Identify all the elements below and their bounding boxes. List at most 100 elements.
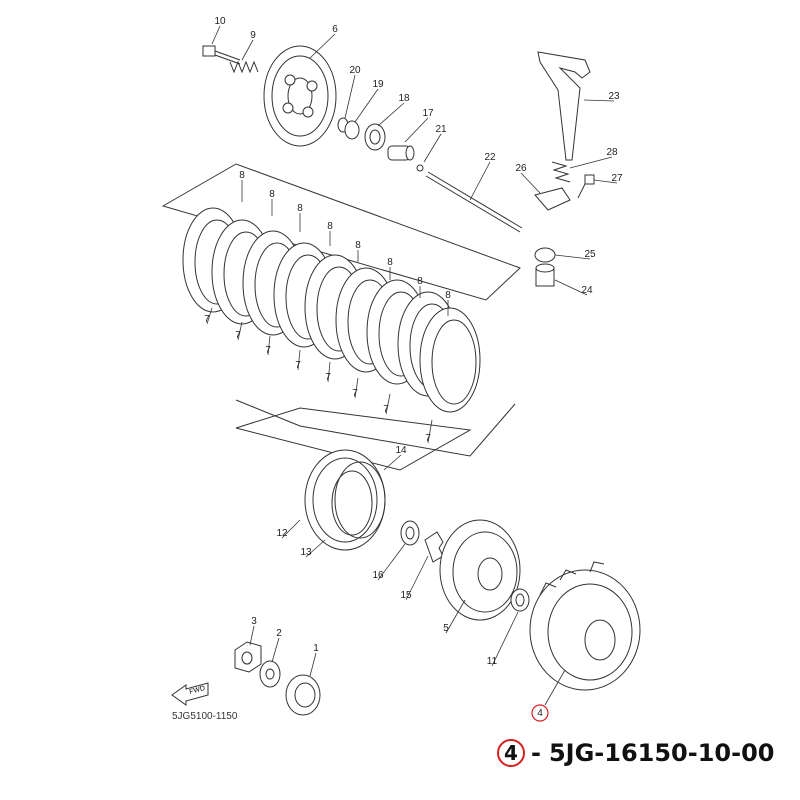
- lever-bearing-part: [535, 263, 555, 287]
- callout-number: 8: [355, 240, 361, 251]
- leader-line: [354, 88, 379, 123]
- leader-line: [237, 321, 243, 341]
- callout-number: 25: [584, 249, 596, 260]
- svg-text:FWD: FWD: [189, 685, 206, 696]
- leader-lines: [206, 25, 618, 706]
- callout-number: 19: [372, 79, 384, 90]
- callout-number: 7: [383, 404, 389, 415]
- caption-separator: -: [531, 739, 541, 767]
- callout-number: 2: [276, 628, 282, 639]
- push-lever-shaft-part: [537, 51, 591, 161]
- leader-line: [344, 74, 356, 119]
- callout-number: 1: [313, 643, 319, 654]
- leader-line: [271, 637, 280, 663]
- callout-number: 8: [269, 189, 275, 200]
- callout-number: 8: [297, 203, 303, 214]
- leader-line: [583, 99, 615, 102]
- callout-number: 3: [251, 616, 257, 627]
- leader-line: [211, 25, 221, 45]
- push-lever-group: [534, 51, 595, 287]
- callout-number: 23: [608, 91, 620, 102]
- callout-number: 12: [276, 528, 288, 539]
- plate-12-part: [304, 449, 386, 551]
- callout-number: 14: [395, 445, 407, 456]
- callout-number: 15: [400, 590, 412, 601]
- small-parts-group: FWD: [171, 641, 321, 716]
- push-rod-2-part: [425, 171, 523, 233]
- callout-labels: 1096201918172122232827262524888888887777…: [204, 16, 623, 719]
- reference-number-badge: 4: [497, 739, 525, 767]
- leader-line: [569, 156, 613, 169]
- oil-seal-part: [534, 247, 556, 263]
- lever-plate-part: [534, 187, 571, 211]
- leader-line: [544, 669, 566, 706]
- callout-number: 11: [487, 656, 498, 667]
- leader-line: [469, 161, 491, 201]
- callout-number: 20: [349, 65, 361, 76]
- leader-line: [520, 172, 541, 194]
- lock-washer-part: [424, 531, 444, 563]
- clutch-plates: [182, 207, 481, 413]
- callout-number: 8: [387, 257, 393, 268]
- leader-line: [554, 279, 588, 296]
- bearing-part: [364, 123, 386, 151]
- callout-number: 7: [235, 330, 241, 341]
- clutch-boss-part: [439, 519, 521, 621]
- leader-line: [377, 102, 405, 127]
- part-number-caption: 4 - 5JG-16150-10-00: [497, 735, 774, 771]
- clutch-boss-group: [235, 407, 641, 722]
- callout-number: 22: [484, 152, 496, 163]
- leader-line: [206, 307, 213, 325]
- pressure-plate-group: [202, 45, 523, 233]
- callout-number: 27: [611, 173, 623, 184]
- leader-line: [491, 611, 519, 667]
- ball-part: [416, 164, 424, 172]
- leader-line: [241, 39, 254, 61]
- diagram-code: 5JG5100-1150: [172, 711, 238, 722]
- leader-line: [305, 539, 326, 558]
- callout-number: 13: [300, 547, 312, 558]
- plate-inner-ring: [431, 319, 477, 405]
- part-number: 5JG-16150-10-00: [548, 739, 775, 767]
- leader-line: [593, 179, 618, 184]
- leader-line: [445, 599, 466, 634]
- primary-driven-gear-part: [529, 561, 641, 691]
- lever-spring-part: [551, 161, 571, 183]
- leader-line: [249, 625, 255, 646]
- leader-line: [385, 393, 391, 415]
- friction-plate: [419, 307, 481, 413]
- callout-number: 10: [214, 16, 226, 27]
- callout-number: 7: [295, 360, 301, 371]
- lever-bolt-part: [577, 174, 595, 199]
- leader-line: [377, 543, 406, 581]
- callout-number: 5: [443, 623, 449, 634]
- callout-number: 9: [250, 30, 256, 41]
- leader-line: [383, 454, 402, 471]
- leader-line: [327, 361, 331, 383]
- callout-number: 7: [325, 372, 331, 383]
- leader-line: [354, 377, 359, 399]
- leader-line: [309, 652, 317, 677]
- thrust-washer-part: [400, 520, 420, 546]
- highlight-circle: [531, 704, 549, 722]
- drive-gear-part: [285, 674, 321, 716]
- leader-line: [405, 555, 429, 601]
- boss-washer-part: [510, 588, 530, 612]
- callout-number: 6: [332, 24, 338, 35]
- callout-number: 8: [327, 221, 333, 232]
- callout-number: 16: [372, 570, 384, 581]
- plate-stack-outline: [161, 163, 521, 457]
- leader-line: [281, 519, 301, 539]
- push-rod-1-part: [387, 145, 415, 161]
- leader-line: [309, 33, 336, 59]
- spring-part: [229, 60, 259, 74]
- callout-number: 7: [265, 345, 271, 356]
- leader-line: [404, 117, 429, 143]
- callout-number: 18: [398, 93, 410, 104]
- leader-line: [423, 133, 442, 163]
- callout-number: 24: [581, 285, 593, 296]
- callout-number: 28: [606, 147, 618, 158]
- plate-stack-group: [161, 163, 521, 457]
- spring-plate-part: [334, 461, 386, 539]
